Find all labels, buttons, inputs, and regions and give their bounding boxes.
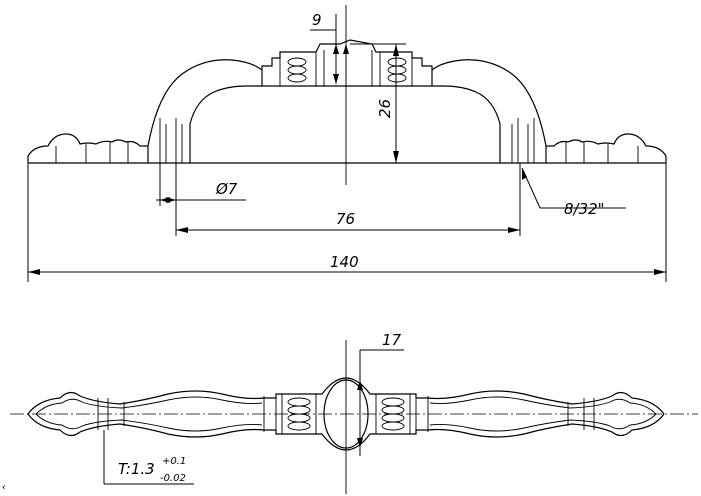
dim-hole-diameter: Ø7 (156, 163, 246, 206)
plan-left-coil (287, 397, 311, 431)
thickness-label: T:1.3 (118, 460, 155, 478)
dim-140: 140 (27, 163, 667, 282)
center-band-divisions (279, 50, 413, 86)
thread-leader: 8/32" (521, 167, 626, 218)
dim-9: 9 (310, 11, 349, 84)
dim-hole-diameter-label: Ø7 (215, 180, 238, 198)
tolerance-upper: +0.1 (162, 456, 186, 467)
left-coil-ornament (287, 57, 307, 83)
left-foot-outline (27, 133, 148, 163)
plan-inner-outline (35, 396, 657, 432)
dim-26: 26 (350, 43, 406, 164)
dim-26-label: 26 (376, 99, 394, 118)
thickness-note: T:1.3 +0.1 -0.02 (103, 430, 194, 485)
plan-view: 17 T:1.3 +0.1 -0.02 ‹ (2, 331, 698, 494)
thread-label: 8/32" (564, 200, 605, 218)
plan-right-coil (381, 397, 405, 431)
arch-inner-right (346, 85, 501, 163)
plan-outline-top (27, 377, 665, 415)
center-band-top (261, 39, 433, 86)
tolerance-lower: -0.02 (160, 473, 186, 484)
dim-76-label: 76 (336, 210, 355, 228)
arch-outer-left (147, 59, 263, 163)
front-view: 9 26 Ø7 76 (27, 5, 667, 282)
arch-inner-left (189, 85, 346, 163)
corner-mark: ‹ (2, 482, 6, 493)
left-hole-lines (159, 118, 183, 163)
dim-140-label: 140 (330, 253, 359, 271)
right-foot-inner (565, 142, 639, 163)
plan-band-lines (97, 394, 595, 434)
left-foot-inner (55, 142, 129, 163)
right-hole-lines (511, 118, 535, 163)
dim-9-label: 9 (312, 11, 322, 29)
right-coil-ornament (387, 57, 407, 83)
dim-17-label: 17 (382, 331, 402, 349)
arch-outer-right (431, 59, 547, 163)
plan-outline-bottom (27, 413, 665, 451)
right-foot-outline (546, 133, 667, 163)
dim-76: 76 (175, 163, 521, 236)
plan-center-knob (323, 379, 369, 449)
dim-17: 17 (357, 331, 404, 456)
